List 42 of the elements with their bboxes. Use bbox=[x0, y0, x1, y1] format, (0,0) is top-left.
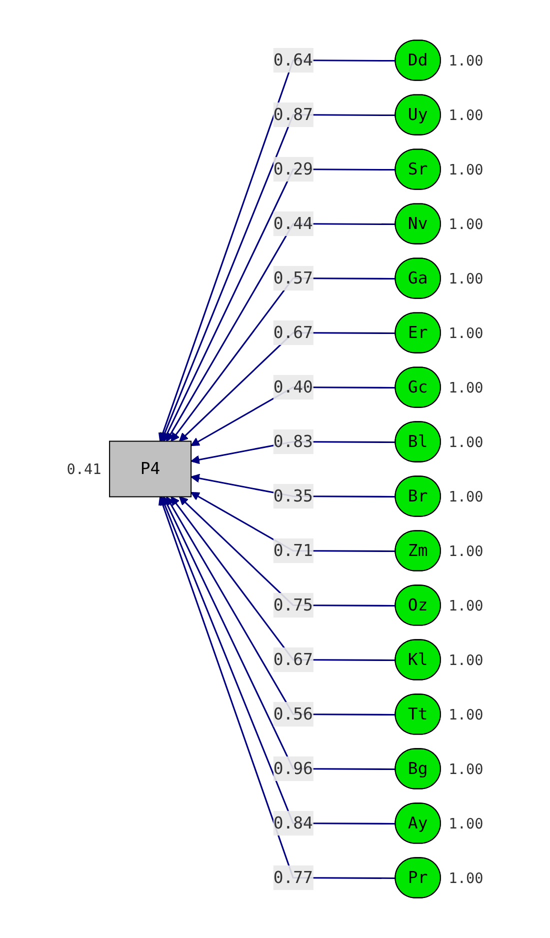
arrow bbox=[166, 496, 396, 716]
error-variance-value: 1.00 bbox=[448, 271, 484, 288]
edge-label: 0.67 bbox=[273, 322, 313, 342]
error-variance-value: 1.00 bbox=[448, 816, 484, 832]
edge-label: 0.71 bbox=[273, 540, 313, 560]
variance-value: 0.41 bbox=[66, 462, 102, 478]
error-variance-value: 1.00 bbox=[448, 216, 484, 233]
edge-label: 0.57 bbox=[273, 268, 313, 288]
edge-label: 0.75 bbox=[273, 594, 313, 614]
edge-label: 0.96 bbox=[273, 758, 313, 778]
edge-label: 0.40 bbox=[273, 376, 313, 397]
error-variance-value: 1.00 bbox=[448, 162, 484, 178]
error-variance-value: 1.00 bbox=[448, 652, 484, 669]
edge-label: 0.44 bbox=[273, 213, 313, 234]
arrow bbox=[179, 496, 396, 607]
error-variance-value: 1.00 bbox=[448, 762, 484, 778]
error-variance-value: 1.00 bbox=[448, 707, 484, 724]
node-box: P4 bbox=[109, 440, 192, 498]
edge-label: 0.64 bbox=[273, 50, 313, 70]
arrow bbox=[170, 496, 396, 662]
arrow bbox=[166, 223, 396, 442]
error-variance-value: 1.00 bbox=[448, 434, 484, 451]
edge-label: 0.35 bbox=[273, 486, 313, 506]
arrow bbox=[162, 168, 396, 442]
edge-label: 0.29 bbox=[273, 158, 313, 179]
error-variance-value: 1.00 bbox=[448, 326, 484, 342]
edge-label: 0.87 bbox=[273, 104, 313, 124]
edge-label: 0.77 bbox=[273, 867, 313, 887]
error-variance-value: 1.00 bbox=[448, 108, 484, 124]
arrow bbox=[162, 496, 396, 770]
error-variance-value: 1.00 bbox=[448, 489, 484, 506]
error-variance-value: 1.00 bbox=[448, 380, 484, 396]
error-variance-value: 1.00 bbox=[448, 53, 484, 70]
edge-label: 0.67 bbox=[273, 649, 313, 669]
arrow bbox=[179, 332, 396, 442]
edge-label: 0.56 bbox=[273, 704, 313, 724]
error-variance-value: 1.00 bbox=[448, 544, 484, 560]
error-variance-value: 1.00 bbox=[448, 870, 484, 887]
edge-label: 0.84 bbox=[273, 812, 313, 832]
edge-label: 0.83 bbox=[273, 431, 313, 452]
arrow bbox=[170, 277, 396, 442]
error-variance-value: 1.00 bbox=[448, 598, 484, 614]
